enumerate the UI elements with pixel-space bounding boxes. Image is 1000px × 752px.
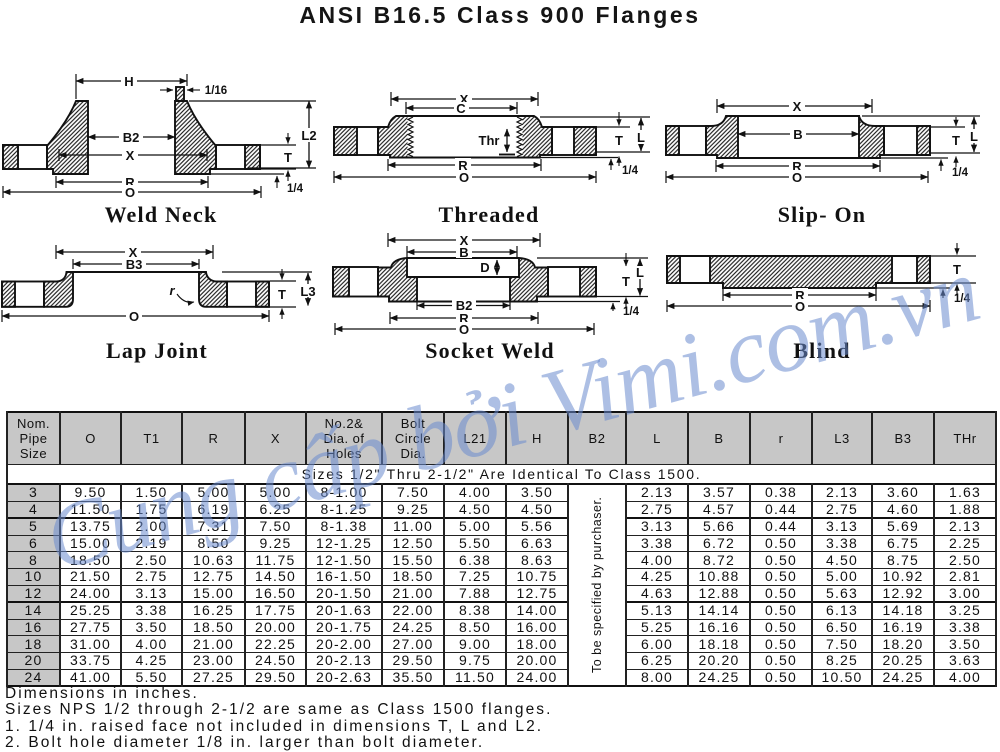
svg-text:B3: B3 [126, 257, 143, 272]
svg-text:O: O [459, 170, 469, 185]
svg-text:1/4: 1/4 [954, 293, 971, 305]
svg-text:L3: L3 [300, 284, 315, 299]
svg-text:T: T [278, 287, 286, 302]
svg-text:T: T [953, 262, 961, 277]
svg-text:L: L [970, 129, 978, 144]
svg-text:R: R [459, 311, 469, 326]
svg-text:X: X [793, 99, 802, 114]
svg-text:B: B [459, 245, 468, 260]
svg-text:B2: B2 [456, 298, 473, 313]
svg-text:1/4: 1/4 [623, 306, 640, 318]
svg-text:Blind: Blind [793, 338, 850, 363]
svg-text:Threaded: Threaded [439, 202, 540, 227]
svg-text:L: L [637, 130, 645, 145]
svg-text:H: H [124, 74, 133, 89]
svg-text:T: T [952, 133, 960, 148]
svg-text:1/4: 1/4 [622, 165, 639, 177]
svg-text:T: T [622, 274, 630, 289]
svg-text:Lap Joint: Lap Joint [106, 338, 208, 363]
svg-text:C: C [456, 101, 466, 116]
svg-text:O: O [795, 299, 805, 314]
svg-text:O: O [459, 322, 469, 337]
svg-text:O: O [792, 170, 802, 185]
svg-text:1/4: 1/4 [952, 167, 969, 179]
svg-text:O: O [125, 185, 135, 200]
svg-text:X: X [460, 92, 469, 107]
svg-text:1/16: 1/16 [205, 85, 227, 97]
svg-text:T: T [284, 150, 292, 165]
svg-text:L2: L2 [301, 128, 316, 143]
svg-text:O: O [129, 309, 139, 324]
svg-text:R: R [792, 159, 802, 174]
svg-text:Weld Neck: Weld Neck [105, 202, 218, 227]
svg-text:r: r [169, 283, 175, 298]
svg-text:R: R [125, 175, 135, 190]
svg-text:Socket Weld: Socket Weld [425, 338, 555, 363]
svg-text:B2: B2 [123, 130, 140, 145]
svg-text:T: T [615, 133, 623, 148]
svg-text:X: X [126, 148, 135, 163]
svg-text:L: L [636, 265, 644, 280]
svg-text:Thr: Thr [479, 133, 500, 148]
svg-text:Slip- On: Slip- On [778, 202, 866, 227]
svg-text:R: R [458, 158, 468, 173]
svg-text:X: X [460, 233, 469, 248]
svg-text:D: D [480, 260, 489, 275]
svg-text:B: B [793, 127, 802, 142]
svg-text:R: R [795, 288, 805, 303]
svg-text:X: X [129, 245, 138, 260]
svg-text:1/4: 1/4 [287, 183, 304, 195]
